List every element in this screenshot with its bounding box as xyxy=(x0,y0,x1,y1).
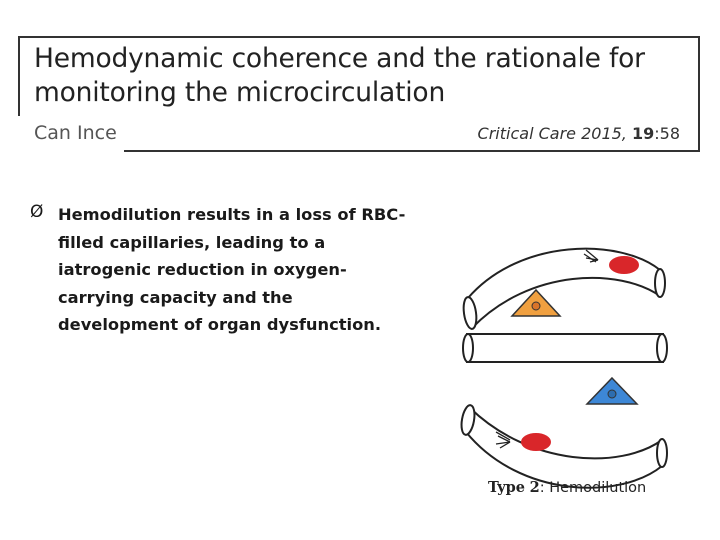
flow-arrow-icon xyxy=(495,431,511,449)
red-blood-cell xyxy=(609,256,639,274)
middle-vessel xyxy=(462,333,668,363)
paper-title: Hemodynamic coherence and the rationale … xyxy=(34,43,645,108)
red-blood-cell xyxy=(521,433,551,451)
figure-caption: Type 2: Hemodilution xyxy=(488,479,646,496)
bottom-vessel xyxy=(460,404,668,489)
arrow-bullet-icon: Ø xyxy=(30,202,44,222)
citation-journal: Critical Care 2015, xyxy=(477,124,627,143)
author-cutout xyxy=(18,116,124,154)
bullet-text: Hemodilution results in a loss of RBC-fi… xyxy=(58,205,406,334)
tissue-cell-blue xyxy=(585,376,639,405)
flow-arrow-icon xyxy=(583,249,599,263)
caption-type-number: 2 xyxy=(529,479,540,496)
tissue-cell-orange xyxy=(510,288,562,317)
top-vessel xyxy=(462,247,666,331)
citation: Critical Care 2015, 19:58 xyxy=(478,124,680,143)
author-name: Can Ince xyxy=(34,122,117,144)
hemodilution-diagram xyxy=(440,218,700,508)
citation-page: :58 xyxy=(654,124,680,143)
citation-volume: 19 xyxy=(631,124,655,143)
caption-type-word: Type xyxy=(488,479,525,496)
paper-header: Hemodynamic coherence and the rationale … xyxy=(18,36,700,154)
caption-description: : Hemodilution xyxy=(539,480,647,496)
author-line: Can Ince Critical Care 2015, 19:58 xyxy=(18,116,698,154)
